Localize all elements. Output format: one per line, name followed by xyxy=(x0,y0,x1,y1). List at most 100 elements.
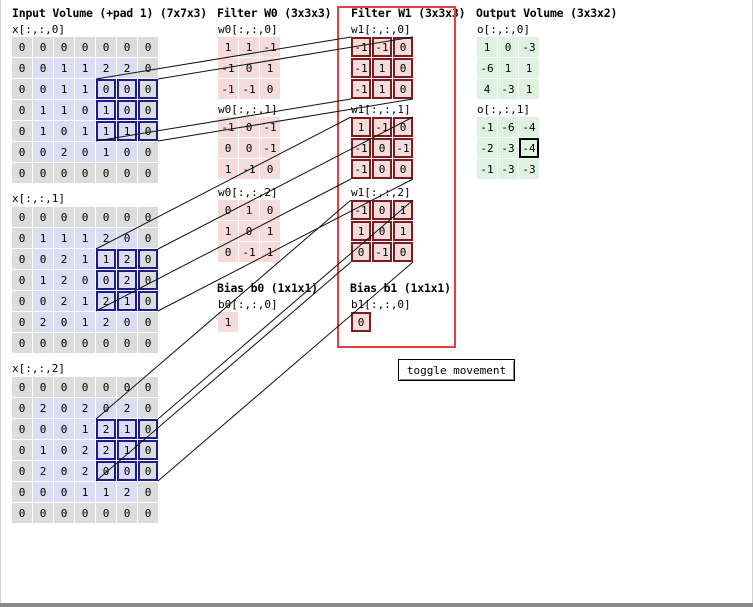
w0-slice-2-label: w0[:,:,2] xyxy=(218,186,278,199)
w1-cell: 0 xyxy=(393,159,413,179)
input-cell: 2 xyxy=(96,419,116,439)
w1-slice-0-label: w1[:,:,0] xyxy=(351,23,411,36)
input-cell: 1 xyxy=(117,440,137,460)
w1-cell: -1 xyxy=(351,79,371,99)
input-cell: 0 xyxy=(75,377,95,397)
input-cell: 0 xyxy=(138,398,158,418)
w1-cell: 1 xyxy=(393,200,413,220)
w0-cell: 0 xyxy=(260,159,280,179)
input-cell: 0 xyxy=(138,333,158,353)
rf-to-w1-line xyxy=(157,98,414,142)
input-cell: 2 xyxy=(54,270,74,290)
input-cell: 1 xyxy=(96,249,116,269)
w0-cell: 1 xyxy=(260,242,280,262)
output-cell: 0 xyxy=(498,37,518,57)
input-cell: 0 xyxy=(54,121,74,141)
input-cell: 1 xyxy=(33,270,53,290)
b1-label: b1[:,:,0] xyxy=(351,298,411,311)
input-cell: 0 xyxy=(12,249,32,269)
input-slice-2-label: x[:,:,2] xyxy=(12,362,65,375)
input-cell: 0 xyxy=(12,79,32,99)
input-cell: 1 xyxy=(75,228,95,248)
input-cell: 0 xyxy=(12,312,32,332)
output-cell: -1 xyxy=(477,117,497,137)
output-cell: -2 xyxy=(477,138,497,158)
input-cell: 1 xyxy=(75,291,95,311)
output-cell: -6 xyxy=(498,117,518,137)
rf-to-w1-line xyxy=(157,36,414,80)
w0-cell: 0 xyxy=(218,138,238,158)
input-cell: 0 xyxy=(117,142,137,162)
input-cell: 1 xyxy=(75,249,95,269)
input-cell: 0 xyxy=(75,503,95,523)
input-cell: 2 xyxy=(54,291,74,311)
input-cell: 0 xyxy=(75,207,95,227)
input-cell: 0 xyxy=(75,163,95,183)
input-cell: 0 xyxy=(33,377,53,397)
input-cell: 1 xyxy=(96,121,116,141)
input-cell: 0 xyxy=(33,419,53,439)
input-cell: 0 xyxy=(117,461,137,481)
input-cell: 0 xyxy=(12,37,32,57)
output-cell: 1 xyxy=(477,37,497,57)
rf-to-w1-line xyxy=(157,261,414,482)
w0-cell: 1 xyxy=(218,37,238,57)
w0-cell: 1 xyxy=(218,159,238,179)
w0-cell: -1 xyxy=(218,79,238,99)
input-cell: 0 xyxy=(117,228,137,248)
input-cell: 0 xyxy=(54,503,74,523)
input-cell: 0 xyxy=(54,333,74,353)
input-cell: 0 xyxy=(138,249,158,269)
input-cell: 1 xyxy=(117,419,137,439)
input-cell: 0 xyxy=(54,377,74,397)
input-cell: 0 xyxy=(138,207,158,227)
input-cell: 0 xyxy=(96,163,116,183)
input-cell: 2 xyxy=(96,312,116,332)
input-cell: 0 xyxy=(54,398,74,418)
input-cell: 0 xyxy=(117,163,137,183)
w1-cell: -1 xyxy=(351,200,371,220)
input-cell: 0 xyxy=(33,249,53,269)
input-cell: 1 xyxy=(54,100,74,120)
input-cell: 0 xyxy=(12,121,32,141)
w0-cell: -1 xyxy=(239,159,259,179)
w1-cell: -1 xyxy=(351,58,371,78)
output-cell: -3 xyxy=(519,37,539,57)
input-cell: 0 xyxy=(33,58,53,78)
input-cell: 0 xyxy=(96,377,116,397)
w1-cell: -1 xyxy=(372,242,392,262)
input-cell: 1 xyxy=(33,121,53,141)
w0-cell: 1 xyxy=(218,221,238,241)
b1-cell: 0 xyxy=(351,312,371,332)
output-cell: -3 xyxy=(519,159,539,179)
input-slice-0-label: x[:,:,0] xyxy=(12,23,65,36)
w0-cell: -1 xyxy=(239,79,259,99)
rf-to-w1-line xyxy=(95,178,352,312)
input-cell: 2 xyxy=(75,461,95,481)
w1-cell: 0 xyxy=(372,221,392,241)
input-cell: 0 xyxy=(75,100,95,120)
input-cell: 2 xyxy=(54,142,74,162)
active-filter-highlight xyxy=(337,6,456,348)
input-volume-title: Input Volume (+pad 1) (7x7x3) xyxy=(12,6,207,20)
w1-slice-2-label: w1[:,:,2] xyxy=(351,186,411,199)
input-cell: 2 xyxy=(117,270,137,290)
output-cell: -3 xyxy=(498,159,518,179)
input-cell: 2 xyxy=(117,249,137,269)
input-cell: 0 xyxy=(54,440,74,460)
rf-to-w1-line xyxy=(157,178,414,312)
input-cell: 0 xyxy=(117,503,137,523)
input-cell: 0 xyxy=(138,291,158,311)
input-cell: 0 xyxy=(75,270,95,290)
input-cell: 0 xyxy=(138,100,158,120)
w1-cell: 0 xyxy=(393,79,413,99)
w0-cell: 0 xyxy=(218,242,238,262)
input-cell: 2 xyxy=(117,398,137,418)
input-cell: 1 xyxy=(54,79,74,99)
input-cell: 0 xyxy=(54,482,74,502)
toggle-movement-button[interactable]: toggle movement xyxy=(398,359,515,381)
output-cell: 4 xyxy=(477,79,497,99)
w1-cell: 0 xyxy=(372,159,392,179)
output-cell: 1 xyxy=(519,79,539,99)
